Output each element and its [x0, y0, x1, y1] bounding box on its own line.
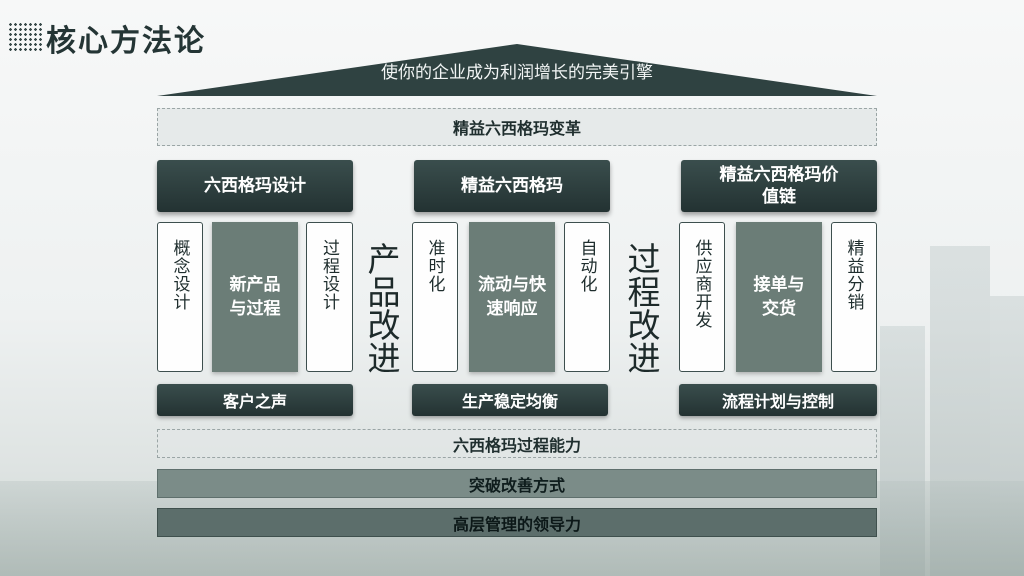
- big-label-process-improvement: 过程改进: [622, 242, 661, 374]
- column-2-left-text: 准时化: [424, 239, 445, 293]
- column-3-head-text: 精益六西格玛价值链: [719, 165, 839, 207]
- roof-triangle: [157, 44, 877, 96]
- dot-grid-decoration: [8, 22, 42, 52]
- column-2-center-text: 流动与快速响应: [478, 275, 546, 319]
- column-3-right-text: 精益分销: [843, 239, 864, 311]
- column-1-center-text: 新产品与过程: [229, 275, 281, 319]
- column-1-left-text: 概念设计: [169, 239, 190, 311]
- column-3-foot: 流程计划与控制: [679, 384, 877, 416]
- top-bar: 精益六西格玛变革: [157, 108, 877, 146]
- column-2-center: 流动与快速响应: [469, 222, 555, 372]
- column-2-right-pillar: 自动化: [564, 222, 610, 372]
- bottom-bar-leadership: 高层管理的领导力: [157, 508, 877, 537]
- big-label-product-improvement: 产品改进: [362, 242, 401, 374]
- bottom-bar-breakthrough: 突破改善方式: [157, 469, 877, 498]
- column-3-right-pillar: 精益分销: [831, 222, 877, 372]
- column-3-head: 精益六西格玛价值链: [681, 160, 877, 212]
- column-1-left-pillar: 概念设计: [157, 222, 203, 372]
- column-1-right-pillar: 过程设计: [306, 222, 353, 372]
- column-1-head: 六西格玛设计: [157, 160, 353, 212]
- roof-text: 使你的企业成为利润增长的完美引擎: [381, 63, 653, 83]
- column-3-center-text: 接单与交货: [753, 275, 805, 319]
- column-3-center: 接单与交货: [736, 222, 822, 372]
- column-3-left-text: 供应商开发: [691, 239, 712, 329]
- bottom-bar-process-capability: 六西格玛过程能力: [157, 429, 877, 458]
- column-1-foot: 客户之声: [157, 384, 353, 416]
- column-2-right-text: 自动化: [576, 239, 597, 293]
- column-1-center: 新产品与过程: [212, 222, 298, 372]
- column-3-left-pillar: 供应商开发: [679, 222, 725, 372]
- column-2-foot: 生产稳定均衡: [412, 384, 608, 416]
- column-2-left-pillar: 准时化: [412, 222, 458, 372]
- page-title: 核心方法论: [46, 24, 206, 59]
- column-1-right-text: 过程设计: [319, 239, 339, 311]
- column-2-head: 精益六西格玛: [414, 160, 610, 212]
